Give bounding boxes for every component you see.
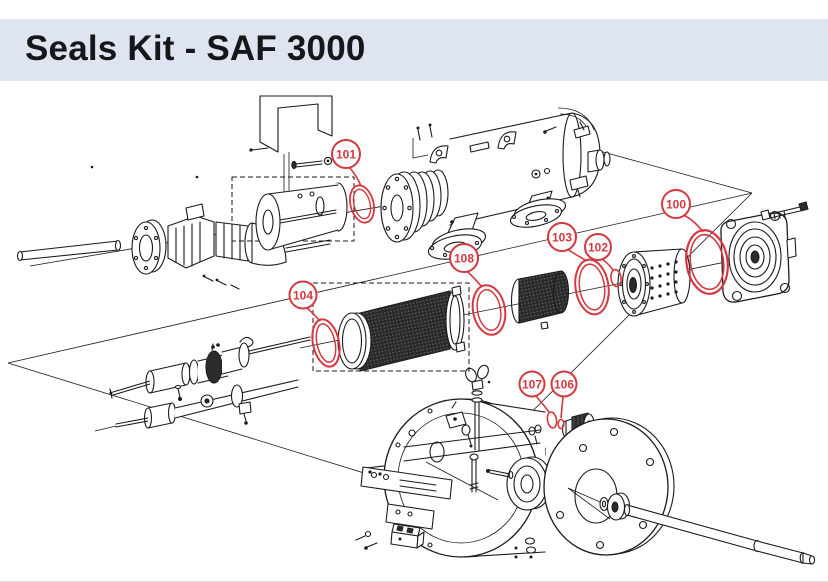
filter-basket-assembly bbox=[312, 201, 809, 372]
seal-ring-102 bbox=[610, 268, 622, 288]
callout-106[interactable]: 106 bbox=[550, 370, 578, 419]
seal-ring-108 bbox=[471, 284, 507, 336]
callouts: 100 101 102 103 104 bbox=[288, 139, 704, 419]
mounting-bracket bbox=[259, 95, 333, 153]
seal-ring-106 bbox=[557, 418, 565, 430]
callout-107[interactable]: 107 bbox=[518, 370, 550, 413]
svg-text:103: 103 bbox=[552, 231, 572, 245]
pressure-vessel bbox=[380, 107, 611, 260]
header-band bbox=[0, 19, 828, 81]
motor-bearing-assembly bbox=[16, 95, 355, 290]
strainer-hub bbox=[617, 248, 691, 317]
svg-text:101: 101 bbox=[336, 148, 356, 162]
svg-text:106: 106 bbox=[554, 378, 574, 392]
callout-108[interactable]: 108 bbox=[449, 243, 483, 288]
mounting-brackets bbox=[355, 453, 479, 550]
callout-103[interactable]: 103 bbox=[547, 222, 588, 262]
callout-102[interactable]: 102 bbox=[584, 233, 614, 271]
callout-100[interactable]: 100 bbox=[661, 189, 704, 233]
svg-text:108: 108 bbox=[454, 252, 474, 266]
page-title: Seals Kit - SAF 3000 bbox=[25, 29, 366, 68]
bearing-housing-box bbox=[231, 176, 355, 242]
seal-ring-101 bbox=[349, 184, 375, 224]
seal-rings bbox=[311, 184, 729, 430]
cap-bolt bbox=[760, 201, 809, 221]
seal-ring-103 bbox=[574, 258, 610, 316]
svg-text:104: 104 bbox=[293, 289, 313, 303]
shaft-and-pulley bbox=[567, 487, 816, 565]
svg-text:107: 107 bbox=[522, 378, 542, 392]
callout-104[interactable]: 104 bbox=[288, 280, 321, 322]
callout-101[interactable]: 101 bbox=[331, 139, 362, 187]
seal-ring-107 bbox=[546, 411, 558, 429]
svg-text:102: 102 bbox=[588, 241, 608, 255]
seal-ring-104 bbox=[311, 318, 341, 368]
svg-text:100: 100 bbox=[666, 198, 686, 212]
drum-assembly bbox=[355, 364, 816, 565]
lance-pipes bbox=[94, 336, 311, 432]
end-cap bbox=[720, 210, 797, 303]
drum-end-plate bbox=[543, 417, 675, 556]
